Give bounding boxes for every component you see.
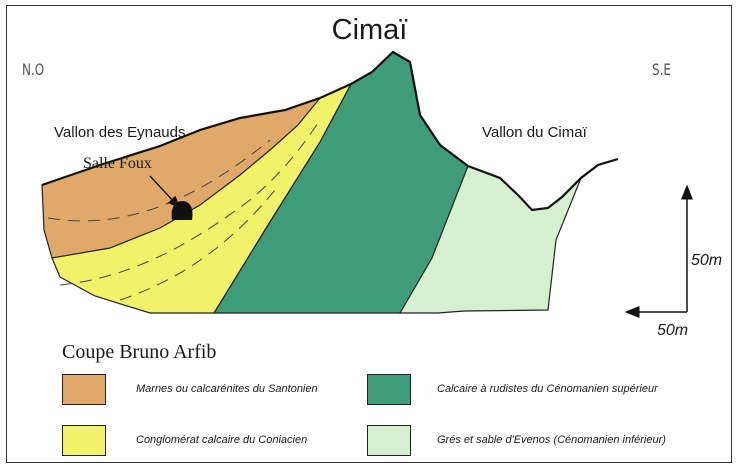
horizontal-scale-label: 50m bbox=[657, 322, 688, 340]
legend-label-santonien: Marnes ou calcarénites du Santonien bbox=[136, 383, 318, 395]
label-salle-foux: Salle Foux bbox=[83, 155, 152, 173]
diagram-title: Cimaï bbox=[0, 14, 739, 47]
label-vallon-eynauds: Vallon des Eynauds bbox=[54, 124, 185, 141]
section-credit: Coupe Bruno Arfib bbox=[62, 341, 216, 364]
direction-northwest: N.O bbox=[22, 60, 44, 79]
legend-swatch-santonien bbox=[62, 374, 106, 405]
legend-label-coniacien: Conglomérat calcaire du Coniacien bbox=[136, 434, 307, 446]
vertical-scale-label: 50m bbox=[691, 252, 722, 270]
legend-label-cenomanien-superieur: Calcaire à rudistes du Cénomanien supéri… bbox=[437, 383, 658, 395]
legend-swatch-cenomanien-superieur bbox=[367, 374, 411, 405]
direction-southeast: S.E bbox=[652, 60, 671, 79]
label-vallon-cimai: Vallon du Cimaï bbox=[482, 124, 587, 141]
legend-label-cenomanien-inferieur: Grés et sable d'Evenos (Cénomanien infér… bbox=[437, 434, 666, 446]
legend-swatch-cenomanien-inferieur bbox=[367, 425, 411, 456]
legend-swatch-coniacien bbox=[62, 425, 106, 456]
